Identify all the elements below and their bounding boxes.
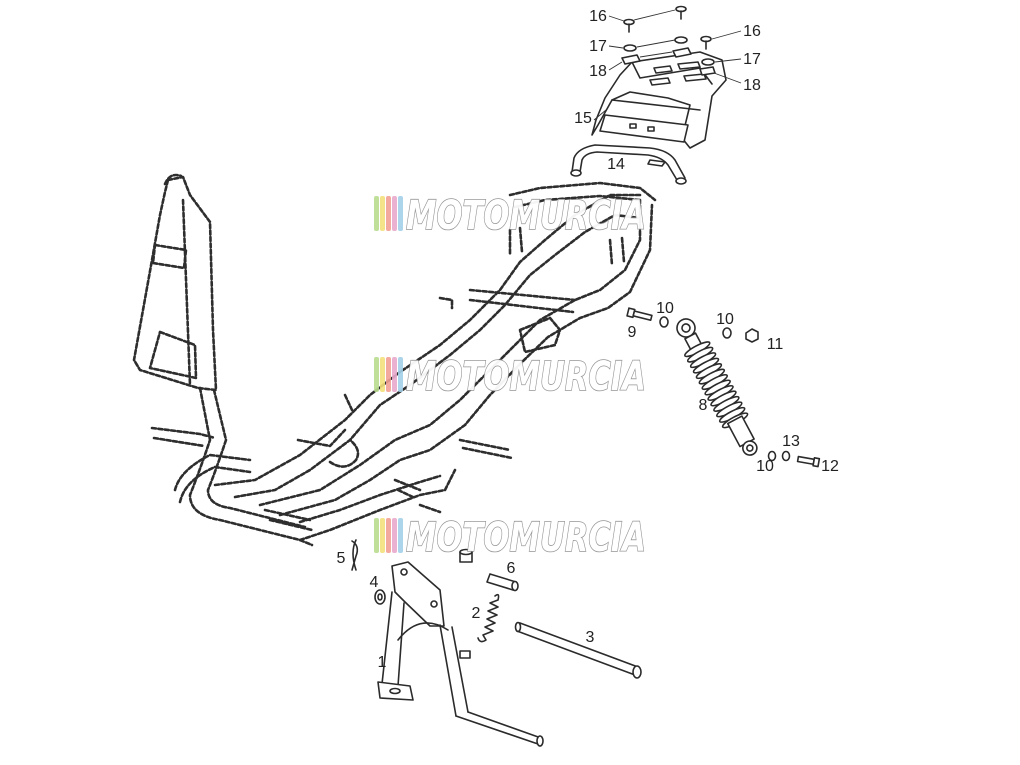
part-label-10-bottom: 10 [756, 458, 774, 475]
carrier-tube-bracket [571, 144, 686, 179]
part-label-10-top: 10 [656, 300, 674, 317]
screw-icon [623, 18, 635, 33]
washer-icon [659, 316, 669, 328]
stand-hardware [351, 539, 642, 679]
part-label-10-mid: 10 [716, 311, 734, 328]
watermark-logo-stripe [392, 196, 397, 231]
watermark-logo-stripe [392, 518, 397, 553]
part-label-13: 13 [782, 433, 800, 450]
watermark-logo-stripe [380, 357, 385, 392]
shock-spring [684, 341, 749, 429]
watermark-logo-stripe [398, 518, 403, 553]
center-stand [377, 561, 544, 747]
watermark-logo-stripe [374, 518, 379, 553]
watermark-logo-stripe [386, 518, 391, 553]
part-label-9: 9 [628, 324, 637, 341]
part-label-6: 6 [507, 560, 516, 577]
watermark-logo-stripe [392, 357, 397, 392]
watermark-logo-stripe [380, 518, 385, 553]
washer-icon [722, 327, 732, 339]
bolt-icon [796, 455, 821, 468]
part-label-5: 5 [337, 550, 346, 567]
watermark-logo-stripe [398, 196, 403, 231]
watermark-text: MOTOMURCIA [406, 193, 646, 239]
washer-icon [374, 589, 386, 605]
part-label-4: 4 [370, 574, 379, 591]
watermark-logo-stripe [380, 196, 385, 231]
watermark-middle: MOTOMURCIA [374, 353, 647, 401]
bushing-icon [486, 573, 519, 592]
plate-icon [621, 54, 641, 65]
washer-icon [623, 44, 637, 52]
rear-carrier [570, 5, 727, 185]
watermark-text: MOTOMURCIA [406, 354, 646, 400]
part-label-12: 12 [821, 458, 839, 475]
stand-spring [477, 593, 500, 643]
part-label-2: 2 [472, 605, 481, 622]
shock-hardware [626, 307, 821, 468]
part-label-17-right: 17 [743, 51, 761, 68]
watermark-top: MOTOMURCIA [374, 192, 647, 240]
washer-icon [674, 36, 688, 44]
washer-icon [767, 450, 777, 462]
watermark-logo-stripe [374, 196, 379, 231]
part-label-11: 11 [767, 336, 784, 353]
part-label-17-left: 17 [589, 38, 607, 55]
watermark-logo-stripe [386, 357, 391, 392]
watermark-bottom: MOTOMURCIA [374, 514, 647, 562]
plate-icon [672, 47, 692, 58]
leader-lines [593, 9, 742, 121]
clip-icon [351, 539, 359, 571]
screw-icon [700, 35, 712, 50]
shock-absorber [676, 318, 758, 456]
screw-icon [675, 5, 687, 20]
scooter-frame [132, 173, 657, 547]
washer-icon [781, 450, 791, 462]
watermark-logo-stripe [386, 196, 391, 231]
bolt-icon [626, 307, 653, 322]
washer-icon [701, 58, 715, 66]
plate-icon [699, 66, 716, 76]
watermark-text: MOTOMURCIA [406, 515, 646, 561]
part-label-18-right: 18 [743, 77, 761, 94]
part-label-15: 15 [574, 110, 592, 127]
part-label-8: 8 [699, 397, 708, 414]
part-label-16-right: 16 [743, 23, 761, 40]
part-label-14: 14 [607, 156, 625, 173]
callout-labels: 16 16 17 17 18 18 15 14 10 9 10 11 8 13 … [337, 8, 839, 671]
bushing-icon [459, 548, 473, 563]
part-label-18-left: 18 [589, 63, 607, 80]
nut-icon [745, 328, 759, 343]
part-label-3: 3 [586, 629, 595, 646]
pivot-rod [514, 621, 642, 679]
watermark-logo-stripe [374, 357, 379, 392]
part-label-16-left: 16 [589, 8, 607, 25]
part-label-1: 1 [378, 654, 387, 671]
carrier-base-plate [599, 114, 689, 143]
watermark-logo-stripe [398, 357, 403, 392]
